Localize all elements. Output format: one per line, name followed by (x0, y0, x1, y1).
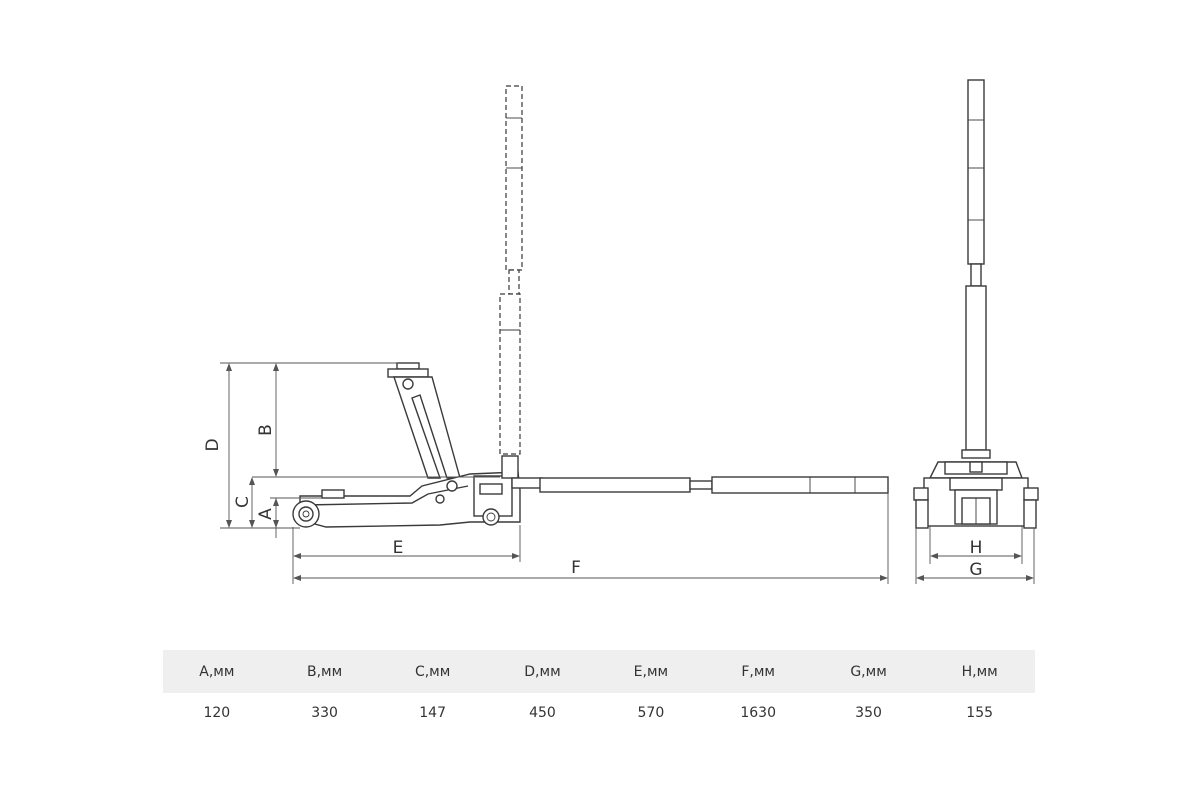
dimension-H (929, 526, 1023, 564)
value-B: 330 (311, 705, 338, 721)
value-E: 570 (637, 705, 665, 721)
label-A: A (256, 508, 276, 520)
value-G: 350 (855, 705, 882, 721)
label-B: B (256, 424, 276, 436)
header-G: G,мм (812, 650, 925, 693)
label-H: H (970, 538, 983, 558)
value-A: 120 (203, 705, 231, 721)
value-D: 450 (529, 705, 556, 721)
table-row: 120 330 147 450 570 1630 350 155 (163, 693, 1035, 733)
side-view: D B C A E F (203, 85, 889, 584)
header-B: B,мм (270, 650, 379, 693)
table-header-row: A,мм B,мм C,мм D,мм E,мм F,мм G,мм H,мм (163, 650, 1035, 693)
jack-dimension-drawing: D B C A E F (203, 79, 1039, 584)
header-C: C,мм (378, 650, 487, 693)
header-D: D,мм (486, 650, 599, 693)
dimension-F (293, 493, 889, 584)
header-A: A,мм (163, 650, 271, 693)
front-wheels (913, 487, 1039, 529)
value-F: 1630 (740, 705, 776, 721)
label-D: D (203, 438, 223, 451)
header-E: E,мм (598, 650, 704, 693)
value-C: 147 (419, 705, 446, 721)
dimension-E (292, 525, 521, 584)
front-view: H G (913, 79, 1039, 584)
header-F: F,мм (703, 650, 813, 693)
header-H: H,мм (924, 650, 1035, 693)
jack-frame (299, 455, 543, 528)
value-H: 155 (966, 705, 994, 721)
dimension-A (270, 497, 322, 538)
front-wheel (292, 500, 320, 528)
label-G: G (969, 560, 982, 580)
label-F: F (571, 558, 581, 578)
front-body (923, 461, 1029, 527)
horizontal-handle (539, 476, 889, 494)
dimension-D (220, 362, 398, 529)
lift-arm (387, 362, 461, 479)
dimension-G (915, 528, 1035, 584)
dimension-C (249, 476, 500, 528)
vertical-handle (499, 85, 523, 455)
label-E: E (393, 538, 404, 558)
label-C: C (233, 496, 253, 508)
dimension-B (273, 363, 279, 477)
front-handle (961, 79, 991, 459)
specifications-table: A,мм B,мм C,мм D,мм E,мм F,мм G,мм H,мм … (163, 650, 1035, 733)
